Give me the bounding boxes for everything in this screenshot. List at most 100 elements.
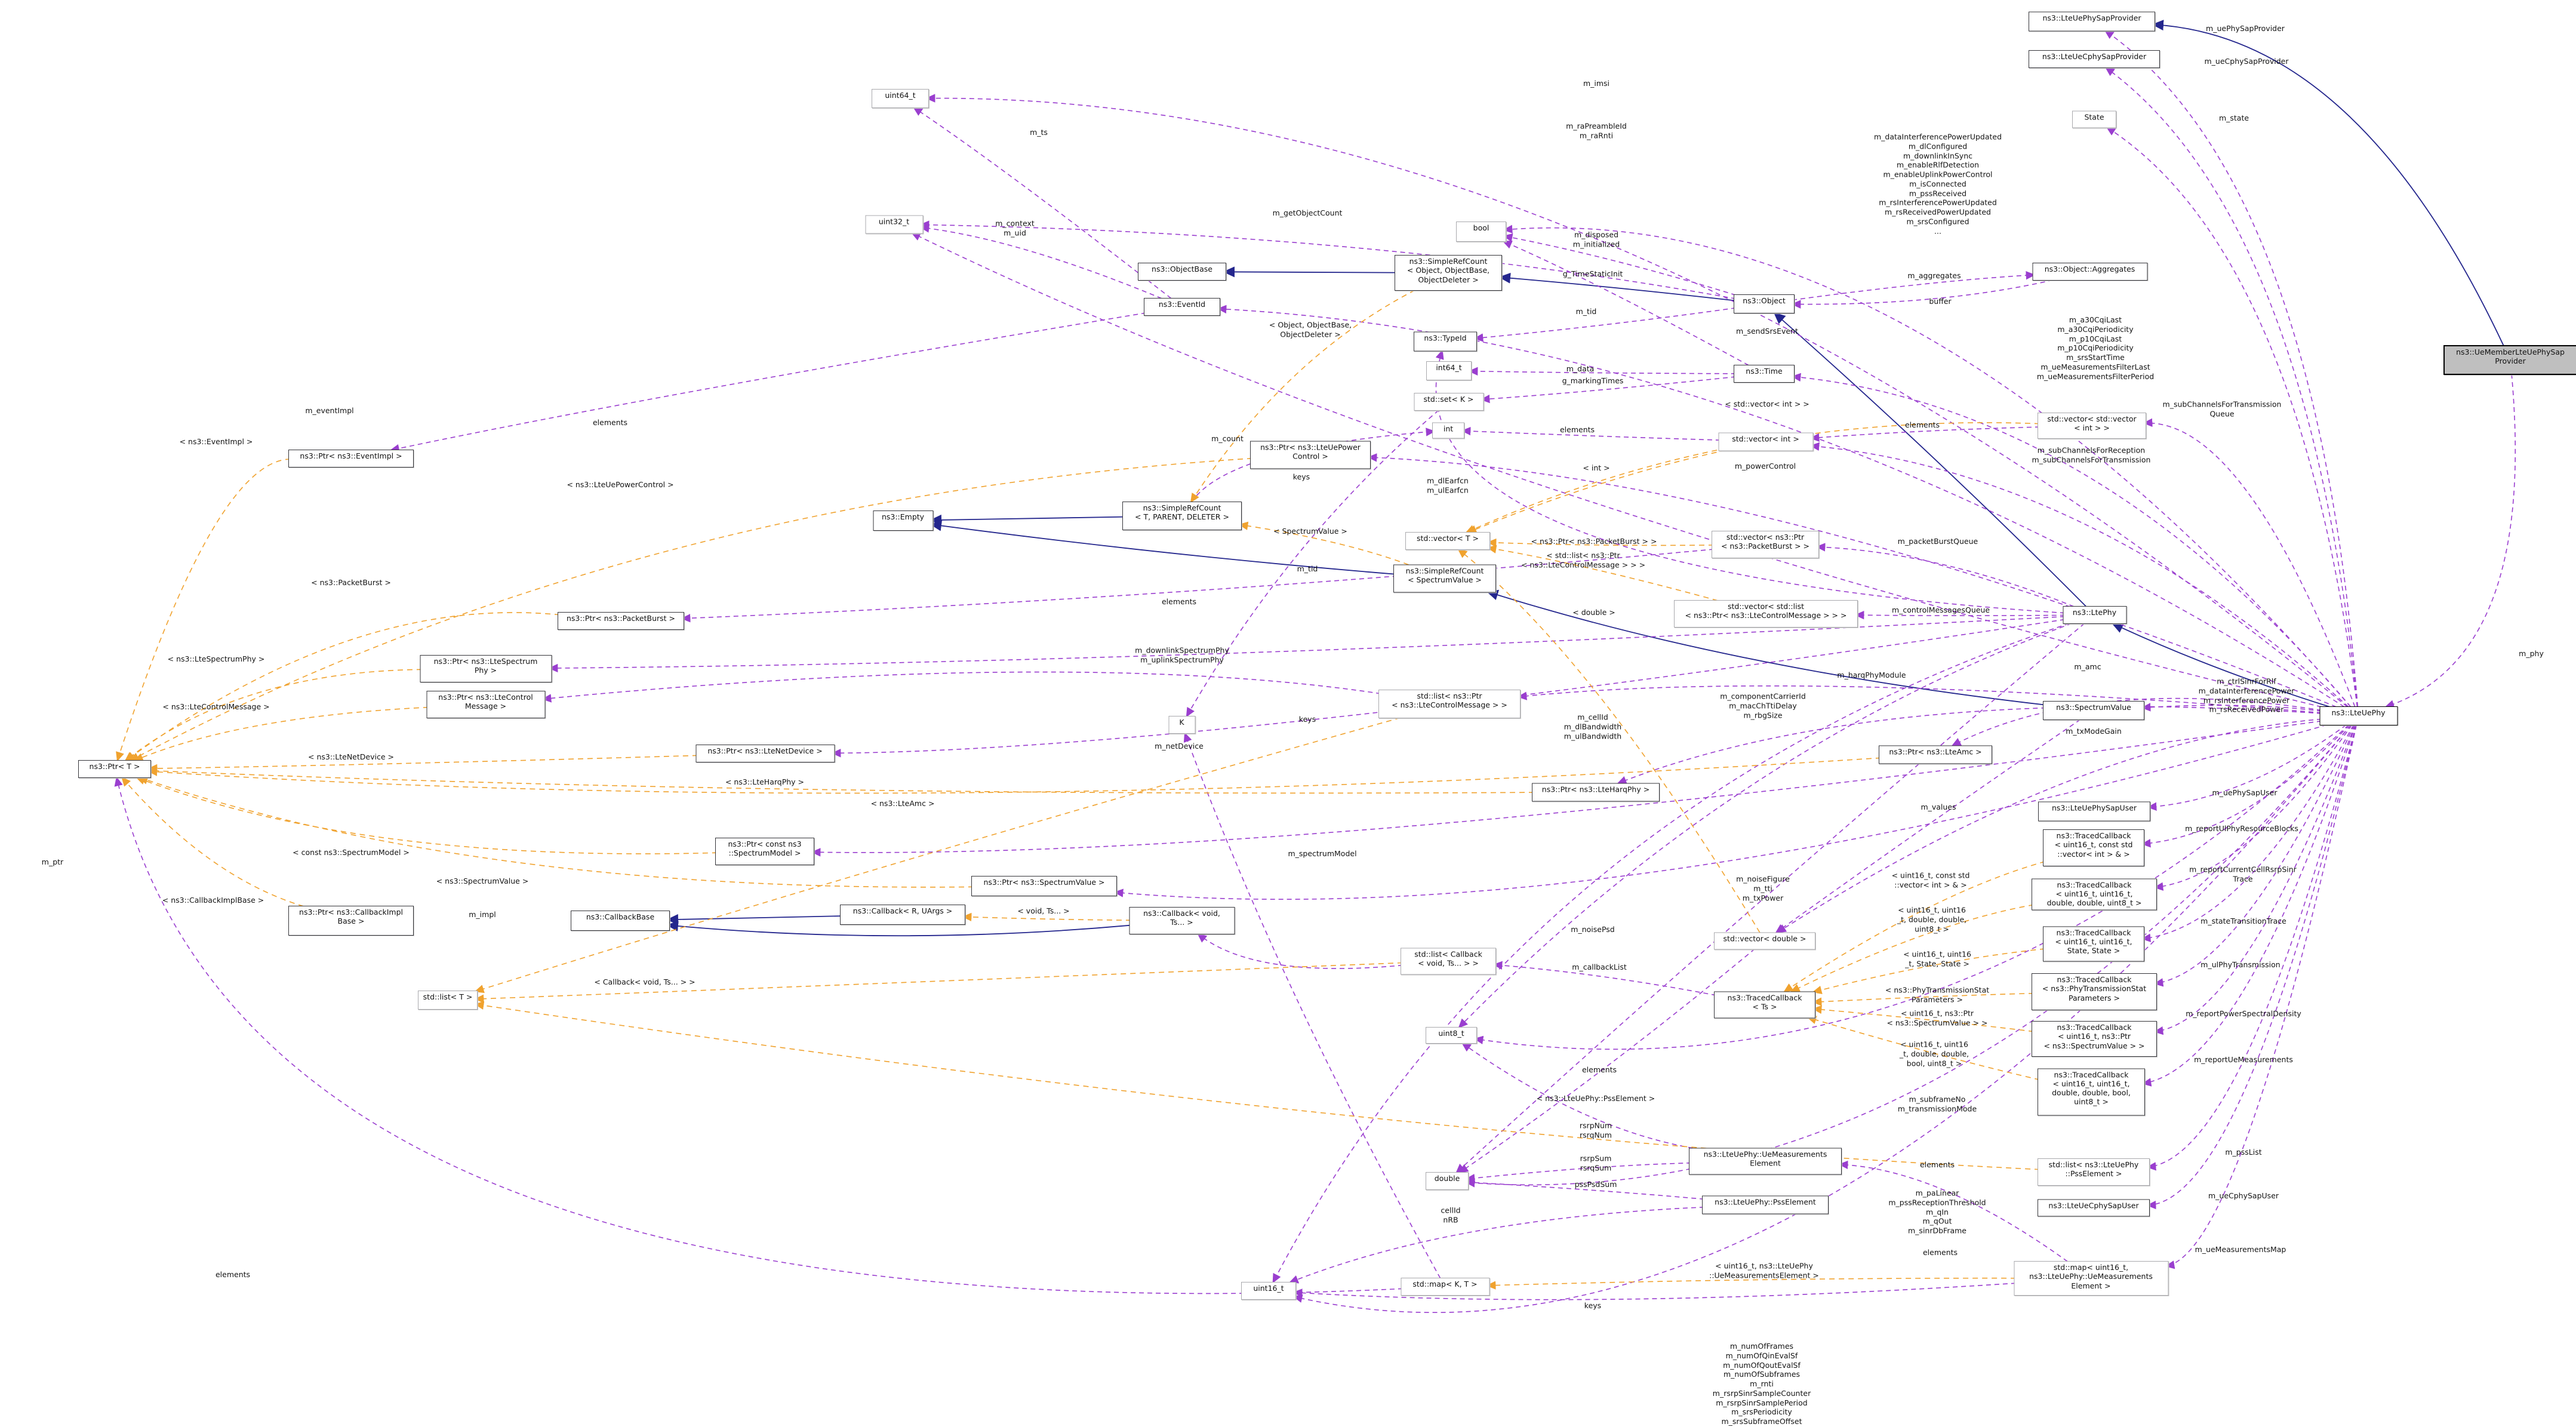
node-ptrPacketBurst[interactable]: ns3::Ptr< ns3::PacketBurst > [558, 612, 684, 630]
node-listCallback[interactable]: std::list< Callback< void, Ts... > > [1401, 948, 1496, 974]
node-ptrAmc[interactable]: ns3::Ptr< ns3::LteAmc > [1879, 745, 1992, 764]
edge-mapUeMeas-uint16 [1292, 1283, 2017, 1300]
edge-tc1-tcTs [1783, 860, 2046, 992]
edge-label: < uint16_t, uint16_t, State, State > [1903, 949, 1971, 968]
node-eventId[interactable]: ns3::EventId [1144, 298, 1220, 316]
node-ptrEventImpl[interactable]: ns3::Ptr< ns3::EventImpl > [288, 450, 414, 468]
edge-label: m_aggregates [1907, 271, 1961, 281]
node-tc6[interactable]: ns3::TracedCallback< uint16_t, uint16_t,… [2038, 1068, 2145, 1115]
edge-spectrumValue-vecDouble [1775, 719, 2081, 933]
edge-lteUePhy-tc2 [2153, 724, 2353, 891]
node-listPss[interactable]: std::list< ns3::LteUePhy::PssElement > [2038, 1158, 2150, 1186]
edge-object-bool [1503, 233, 1737, 296]
node-ueCphySapProvider[interactable]: ns3::LteUeCphySapProvider [2029, 50, 2160, 68]
node-srcTPD[interactable]: ns3::SimpleRefCount< T, PARENT, DELETER … [1122, 502, 1242, 530]
edge-lteUePhy-ptrHarq [1617, 706, 2322, 785]
node-spectrumValue[interactable]: ns3::SpectrumValue [2043, 701, 2144, 720]
node-ptrNetDevice[interactable]: ns3::Ptr< ns3::LteNetDevice > [695, 745, 835, 762]
node-ptrT[interactable]: ns3::Ptr< T > [78, 760, 151, 778]
node-callbackBase[interactable]: ns3::CallbackBase [571, 911, 670, 931]
edge-vecDouble-vecT [1457, 549, 1761, 933]
node-vecDouble[interactable]: std::vector< double > [1714, 932, 1815, 949]
node-uePhySapProvider[interactable]: ns3::LteUePhySapProvider [2029, 11, 2155, 31]
node-pssElem[interactable]: ns3::LteUePhy::PssElement [1702, 1195, 1829, 1214]
node-listT[interactable]: std::list< T > [418, 991, 478, 1010]
node-time[interactable]: ns3::Time [1734, 365, 1795, 383]
node-tcTs[interactable]: ns3::TracedCallback< Ts > [1714, 991, 1815, 1018]
node-aggregates[interactable]: ns3::Object::Aggregates [2032, 263, 2147, 281]
edge-label: m_tid [1575, 307, 1597, 316]
node-vecPB[interactable]: std::vector< ns3::Ptr< ns3::PacketBurst … [1712, 531, 1819, 558]
node-vecInt[interactable]: std::vector< int > [1718, 432, 1813, 451]
node-tc5[interactable]: ns3::TracedCallback< uint16_t, ns3::Ptr<… [2032, 1021, 2157, 1057]
edge-lteUePhy-listCM [1517, 685, 2322, 714]
edge-ptrAmc-ptrT [147, 757, 1882, 794]
edge-label: m_spectrumModel [1288, 849, 1357, 859]
node-ueCphySapUser[interactable]: ns3::LteUeCphySapUser [2038, 1199, 2150, 1216]
node-K[interactable]: K [1168, 716, 1195, 734]
node-listCM[interactable]: std::list< ns3::Ptr< ns3::LteControlMess… [1378, 690, 1521, 718]
node-src1[interactable]: ns3::SimpleRefCount< Object, ObjectBase,… [1395, 255, 1502, 291]
node-vecIntInt[interactable]: std::vector< std::vector< int > > [2038, 413, 2146, 439]
node-tc1[interactable]: ns3::TracedCallback< uint16_t, const std… [2043, 829, 2144, 866]
edge-label: m_reportPowerSpectralDensity [2186, 1009, 2301, 1019]
node-uint16[interactable]: uint16_t [1241, 1282, 1296, 1300]
node-int64[interactable]: int64_t [1426, 361, 1472, 380]
node-int[interactable]: int [1432, 422, 1464, 438]
edge-label: m_ulPhyTransmission [2200, 960, 2280, 970]
node-srcSV[interactable]: ns3::SimpleRefCount< SpectrumValue > [1393, 564, 1496, 592]
edge-label: m_pssList [2225, 1148, 2262, 1157]
node-callbackVoid[interactable]: ns3::Callback< void,Ts... > [1129, 907, 1235, 934]
edge-vecListCM-vecT [1486, 545, 1718, 601]
node-objectBase[interactable]: ns3::ObjectBase [1138, 263, 1226, 281]
edge-lteUePhy-ptrSpectrumModel [811, 720, 2322, 857]
edge-label: pssPsdSum [1574, 1180, 1617, 1189]
edge-label: < ns3::Ptr< ns3::PacketBurst > > [1531, 537, 1657, 546]
node-tc4[interactable]: ns3::TracedCallback< ns3::PhyTransmissio… [2032, 973, 2157, 1010]
node-setK[interactable]: std::set< K > [1414, 393, 1484, 411]
node-bool[interactable]: bool [1456, 222, 1506, 242]
node-uint32[interactable]: uint32_t [865, 215, 923, 233]
node-tc3[interactable]: ns3::TracedCallback< uint16_t, uint16_t,… [2043, 926, 2144, 961]
edge-lteUePhy-time [1791, 373, 2352, 708]
node-tc2[interactable]: ns3::TracedCallback< uint16_t, uint16_t,… [2032, 878, 2157, 910]
edge-lteUePhy-ltePhy [2111, 623, 2331, 708]
edge-ltePhy-vecPB [1815, 543, 2075, 607]
node-vecT[interactable]: std::vector< T > [1405, 532, 1490, 550]
node-typeId[interactable]: ns3::TypeId [1414, 331, 1477, 351]
node-uint64[interactable]: uint64_t [872, 89, 929, 108]
node-callbackRU[interactable]: ns3::Callback< R, UArgs > [840, 905, 965, 925]
edge-label: m_imsi [1583, 79, 1610, 88]
node-mapUeMeas[interactable]: std::map< uint16_t,ns3::LteUePhy::UeMeas… [2014, 1261, 2168, 1296]
edge-vecInt-vecT [1467, 450, 1726, 534]
node-ltePhy[interactable]: ns3::LtePhy [2063, 606, 2126, 624]
node-lteUePhySapUser[interactable]: ns3::LteUePhySapUser [2038, 801, 2150, 821]
node-ptrSpectrumModel[interactable]: ns3::Ptr< const ns3::SpectrumModel > [715, 838, 814, 865]
node-empty[interactable]: ns3::Empty [873, 510, 933, 531]
node-state[interactable]: State [2072, 110, 2116, 128]
node-mapKT[interactable]: std::map< K, T > [1401, 1278, 1489, 1296]
node-uint8[interactable]: uint8_t [1426, 1027, 1477, 1044]
node-object[interactable]: ns3::Object [1734, 294, 1795, 313]
edge-callbackVoid-callbackBase [666, 921, 1132, 937]
node-ptrHarq[interactable]: ns3::Ptr< ns3::LteHarqPhy > [1532, 783, 1660, 801]
node-double[interactable]: double [1426, 1172, 1469, 1190]
node-ptrSpectrumValue[interactable]: ns3::Ptr< ns3::SpectrumValue > [971, 876, 1117, 896]
node-lteUePhy[interactable]: ns3::LteUePhy [2319, 706, 2398, 725]
node-vecListCM[interactable]: std::vector< std::list< ns3::Ptr< ns3::L… [1674, 600, 1858, 628]
edge-label: < uint16_t, uint16_t, double, double,uin… [1897, 905, 1967, 933]
edge-lteUePhy-ptrPowerControl [1367, 453, 2337, 708]
edge-ptrSpectrumModel-ptrT [135, 776, 718, 854]
edge-ltePhy-vecListCM [1854, 611, 2066, 620]
edge-listCM-ptrControlMsg [541, 671, 1381, 703]
